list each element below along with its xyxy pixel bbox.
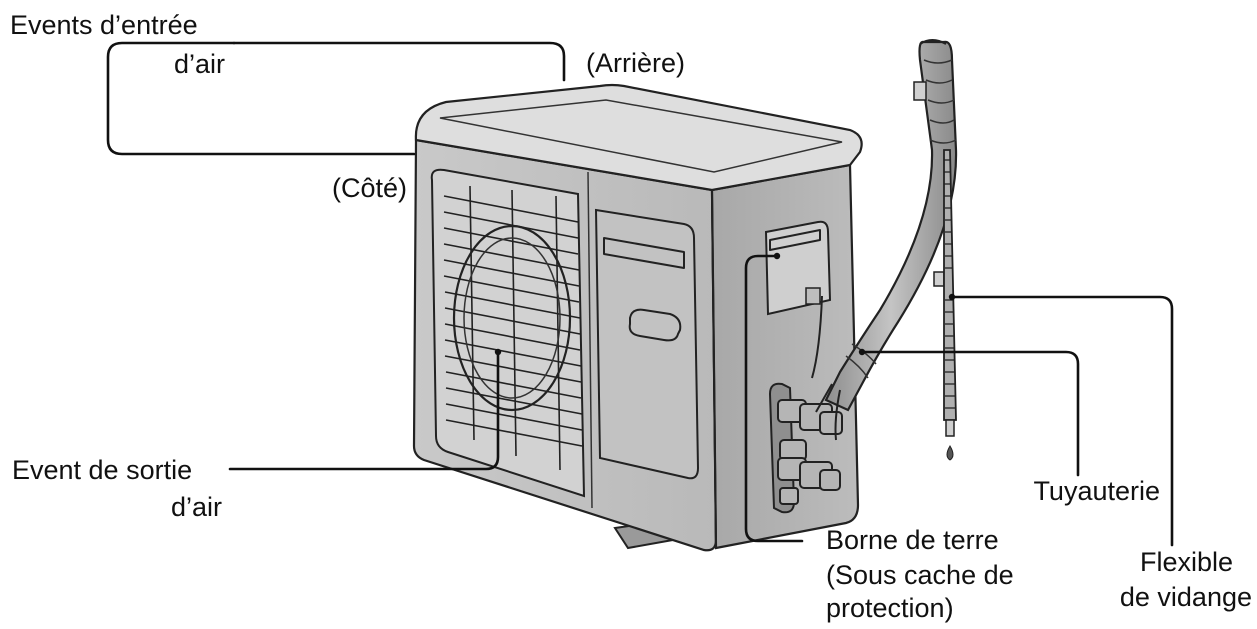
label-earth-line2: (Sous cache de: [826, 560, 1014, 590]
label-earth-line1: Borne de terre: [826, 525, 999, 555]
grille-frame: [430, 168, 586, 498]
fan-blade: [452, 224, 572, 412]
label-rear: (Arrière): [586, 48, 685, 78]
service-panel: [594, 208, 700, 480]
leader-earth: [744, 254, 804, 543]
outdoor-unit: [412, 83, 863, 552]
label-outlet-line1: Event de sortie: [12, 455, 192, 485]
leader-inlet-side: [106, 41, 416, 156]
label-drain-line1: Flexible: [1140, 547, 1233, 577]
label-earth-line3: protection): [826, 593, 954, 623]
piping-bundle: [811, 39, 958, 441]
label-outlet-line2: d’air: [171, 492, 222, 522]
label-piping: Tuyauterie: [1033, 476, 1160, 506]
leader-inlet-rear: [232, 41, 566, 82]
water-drop-icon: [946, 445, 954, 461]
drain-hose: [943, 149, 957, 461]
grille-bars: [443, 185, 583, 471]
leader-piping: [860, 350, 1080, 477]
leader-lines: [106, 41, 1174, 547]
leader-drain: [950, 295, 1174, 547]
leader-outlet: [228, 350, 500, 471]
label-drain-line2: de vidange: [1120, 582, 1252, 612]
labels: Events d’entrée d’air (Arrière) (Côté) E…: [10, 10, 1252, 623]
label-inlet-line2: d’air: [174, 49, 225, 79]
label-side: (Côté): [332, 173, 407, 203]
label-inlet-line1: Events d’entrée: [10, 10, 198, 40]
